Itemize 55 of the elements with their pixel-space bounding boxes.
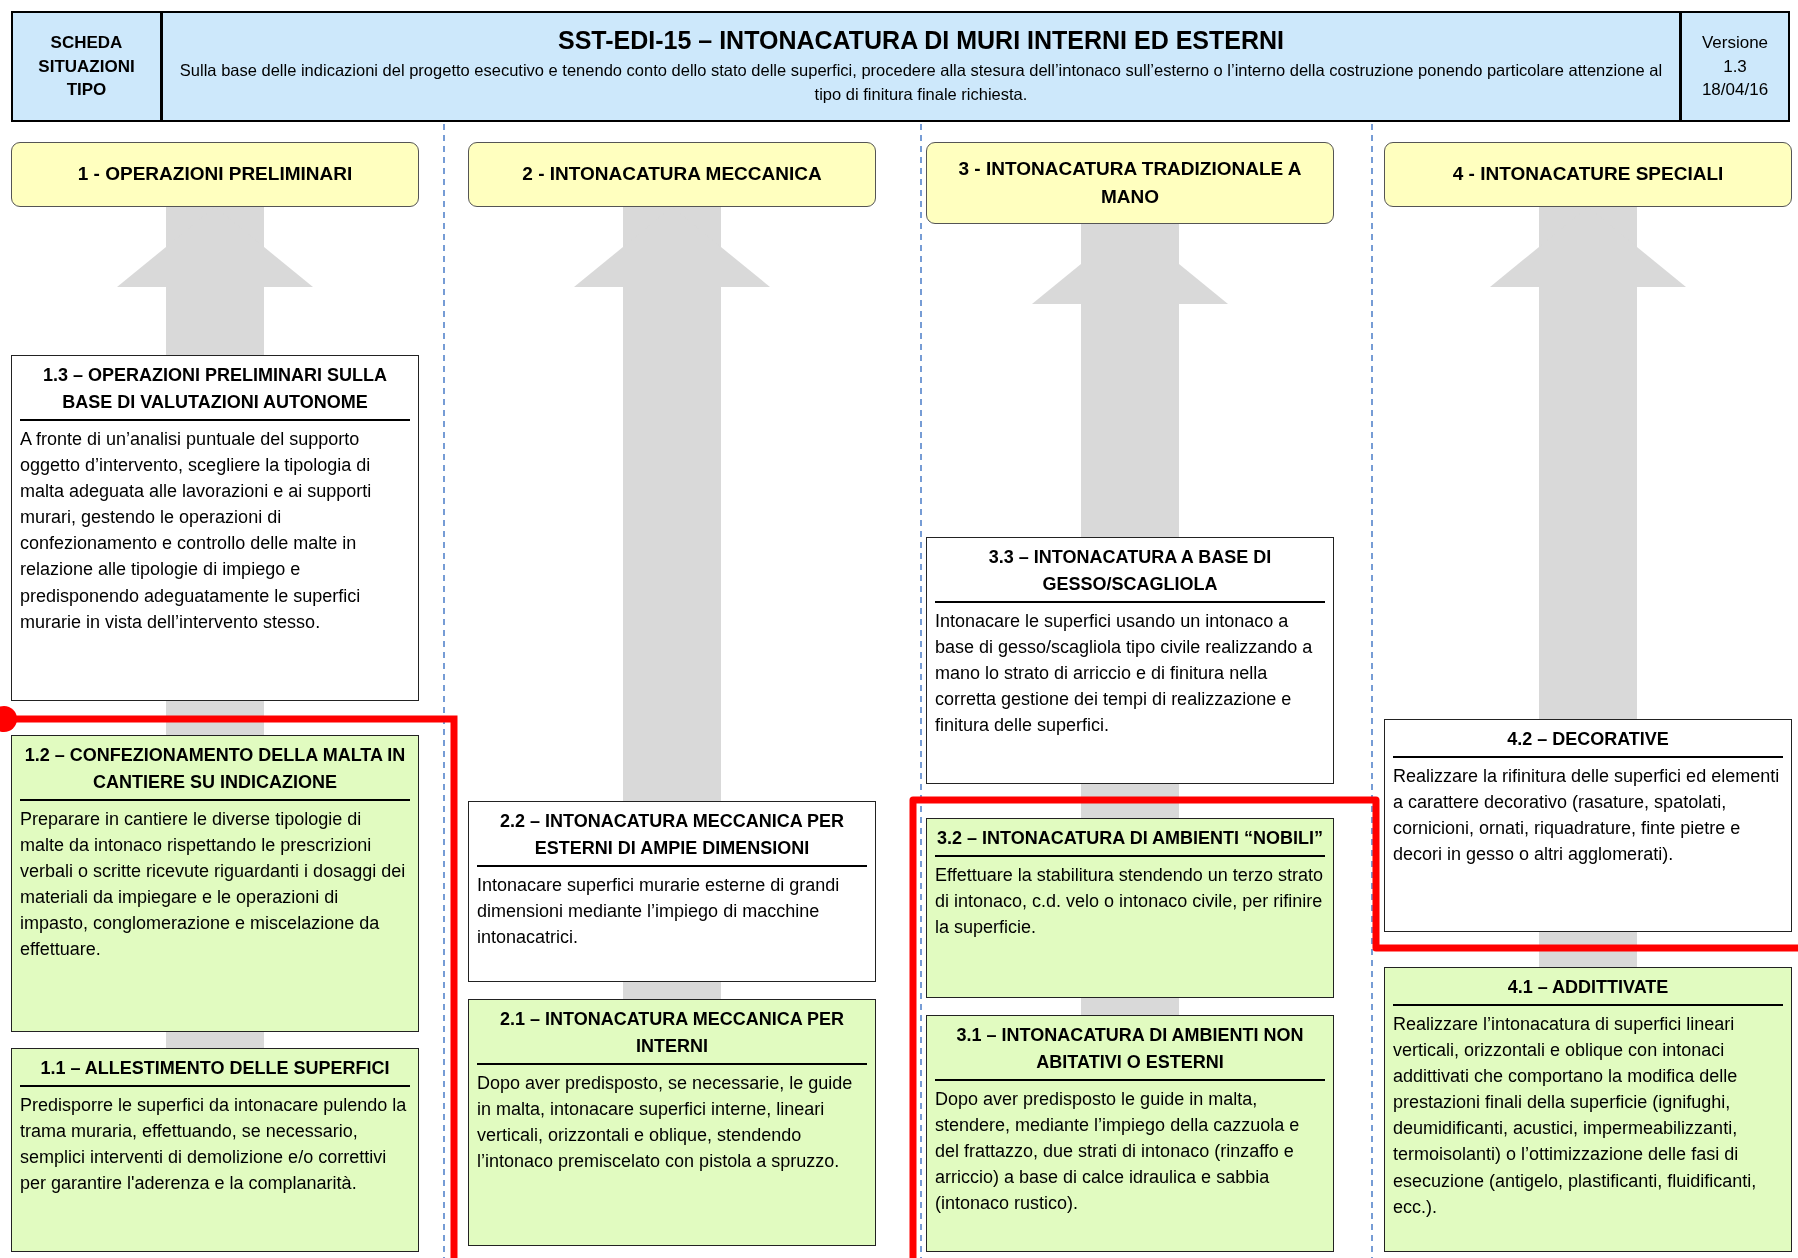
column-header (468, 142, 876, 207)
card-text: Realizzare l’intonacatura di superfici lineari verticali, orizzontali e oblique con intonaci addittivati che comportano la modifica delle prestazioni finali della superficie (ignifughi, deumidificanti, acustici, impermeabilizzanti, termoisolanti) o l’ottimizzazione delle fasi di esecuzione (antigelo, plastificanti, fluidificanti, ecc.). (1393, 1013, 1758, 1219)
card-text: Intonacare le superfici usando un intonaco a base di gesso/scagliola tipo civile realizzando a mano lo strato di arriccio e di finitura nella corretta gestione dei tempi di realizzazione e finitura delle superfici. (935, 610, 1314, 738)
card-text: Realizzare la rifinitura delle superfici ed elementi a carattere decorativo (rasature, spatolati, cornicioni, ornati, riquadrature, finte pietre e decori in gesso o altri agglomerati). (1393, 765, 1781, 867)
activity-card (1384, 719, 1792, 932)
card-text: Effettuare la stabilitura stendendo un terzo strato di intonaco, c.d. velo o intonaco civile, per rifinire la superficie. (935, 864, 1324, 940)
activity-card (1384, 967, 1792, 1252)
card-heading: 3.2 – INTONACATURA DI AMBIENTI “NOBILI” (935, 825, 1325, 857)
card-text: Predisporre le superfici da intonacare pulendo la trama muraria, effettuando, se necessario, semplici interventi di demolizione e/o correttivi per garantire l'aderenza e la complanarità. (20, 1094, 408, 1196)
activity-card (11, 735, 419, 1032)
progress-arrow (574, 207, 770, 801)
progress-band (166, 701, 264, 735)
progress-arrow (117, 207, 313, 355)
card-heading: 3.3 – INTONACATURA A BASE DI GESSO/SCAGLIOLA (935, 544, 1325, 603)
activity-card (926, 537, 1334, 784)
card-heading: 4.1 – ADDITTIVATE (1393, 974, 1783, 1006)
card-heading: 3.1 – INTONACATURA DI AMBIENTI NON ABITATIVI O ESTERNI (935, 1022, 1325, 1081)
column-title: 4 - INTONACATURE SPECIALI (1452, 162, 1724, 187)
title-banner (161, 11, 1681, 122)
card-heading: 1.1 – ALLESTIMENTO DELLE SUPERFICI (20, 1055, 410, 1087)
progress-arrow (1490, 207, 1686, 719)
progress-band (623, 982, 721, 999)
activity-card (11, 355, 419, 701)
activity-card (468, 801, 876, 982)
card-text: Dopo aver predisposto, se necessarie, le guide in malta, intonacare superfici interne, lineari verticali, orizzontali e oblique, stendendo l’intonaco premiscelato con pistola a spruzzo. (477, 1072, 854, 1174)
card-text: Intonacare superfici murarie esterne di grandi dimensioni mediante l’impiego di macchine intonacatrici. (477, 874, 841, 950)
column-title: 3 - INTONACATURA TRADIZIONALE A MANO (957, 156, 1303, 209)
version-label: Versione 1.3 18/04/16 (1700, 31, 1770, 102)
header-cell (11, 11, 162, 122)
card-heading: 2.2 – INTONACATURA MECCANICA PER ESTERNI DI AMPIE DIMENSIONI (477, 808, 867, 867)
column-header (11, 142, 419, 207)
column-title: 2 - INTONACATURA MECCANICA (522, 162, 822, 187)
card-text: A fronte di un’analisi puntuale del supporto oggetto d’intervento, scegliere la tipologia di malta adeguata alle lavorazioni e ai supporti murari, gestendo le operazioni di confezionamento e controllo delle malte in relazione alle tipologie di impiego e predisponendo adeguatamente le superfici murarie in vista dell’intervento stesso. (20, 428, 373, 634)
progress-band (166, 1032, 264, 1048)
card-heading: 1.3 – OPERAZIONI PRELIMINARI SULLA BASE DI VALUTAZIONI AUTONOME (20, 362, 410, 421)
activity-card (926, 818, 1334, 998)
progress-band (1081, 998, 1179, 1015)
progress-arrow (1032, 224, 1228, 537)
card-text: Dopo aver predisposto le guide in malta, stendere, mediante l’impiego della cazzuola e del frattazzo, due strati di intonaco (rinzaffo e arriccio) a base di calce idraulica e sabbia (intonaco rustico). (935, 1088, 1301, 1216)
sheet-description: Sulla base delle indicazioni del progetto esecutivo e tenendo conto dello stato delle superfici, procedere alla stesura dell’intonaco sull’esterno o l’interno della costruzione ponendo particolare attenzione al tipo di finitura finale richiesta. (178, 60, 1664, 105)
sheet-title: SST-EDI-15 – INTONACATURA DI MURI INTERNI ED ESTERNI (558, 26, 1284, 56)
activity-card (926, 1015, 1334, 1252)
sheet-type-label: SCHEDA SITUAZIONI TIPO (37, 31, 136, 102)
column-header (1384, 142, 1792, 207)
card-heading: 2.1 – INTONACATURA MECCANICA PER INTERNI (477, 1006, 867, 1065)
activity-card (468, 999, 876, 1246)
card-text: Preparare in cantiere le diverse tipologie di malte da intonaco rispettando le prescrizioni verbali o scritte ricevute riguardanti i dosaggi dei materiali da impiegare e le operazioni di impasto, conglomerazione e miscelazione da effettuare. (20, 808, 407, 962)
card-heading: 1.2 – CONFEZIONAMENTO DELLA MALTA IN CANTIERE SU INDICAZIONE (20, 742, 410, 801)
progress-band (1081, 784, 1179, 818)
card-heading: 4.2 – DECORATIVE (1393, 726, 1783, 758)
progress-band (1539, 932, 1637, 967)
column-header (926, 142, 1334, 224)
activity-card (11, 1048, 419, 1252)
column-title: 1 - OPERAZIONI PRELIMINARI (77, 162, 353, 187)
version-cell (1680, 11, 1790, 122)
